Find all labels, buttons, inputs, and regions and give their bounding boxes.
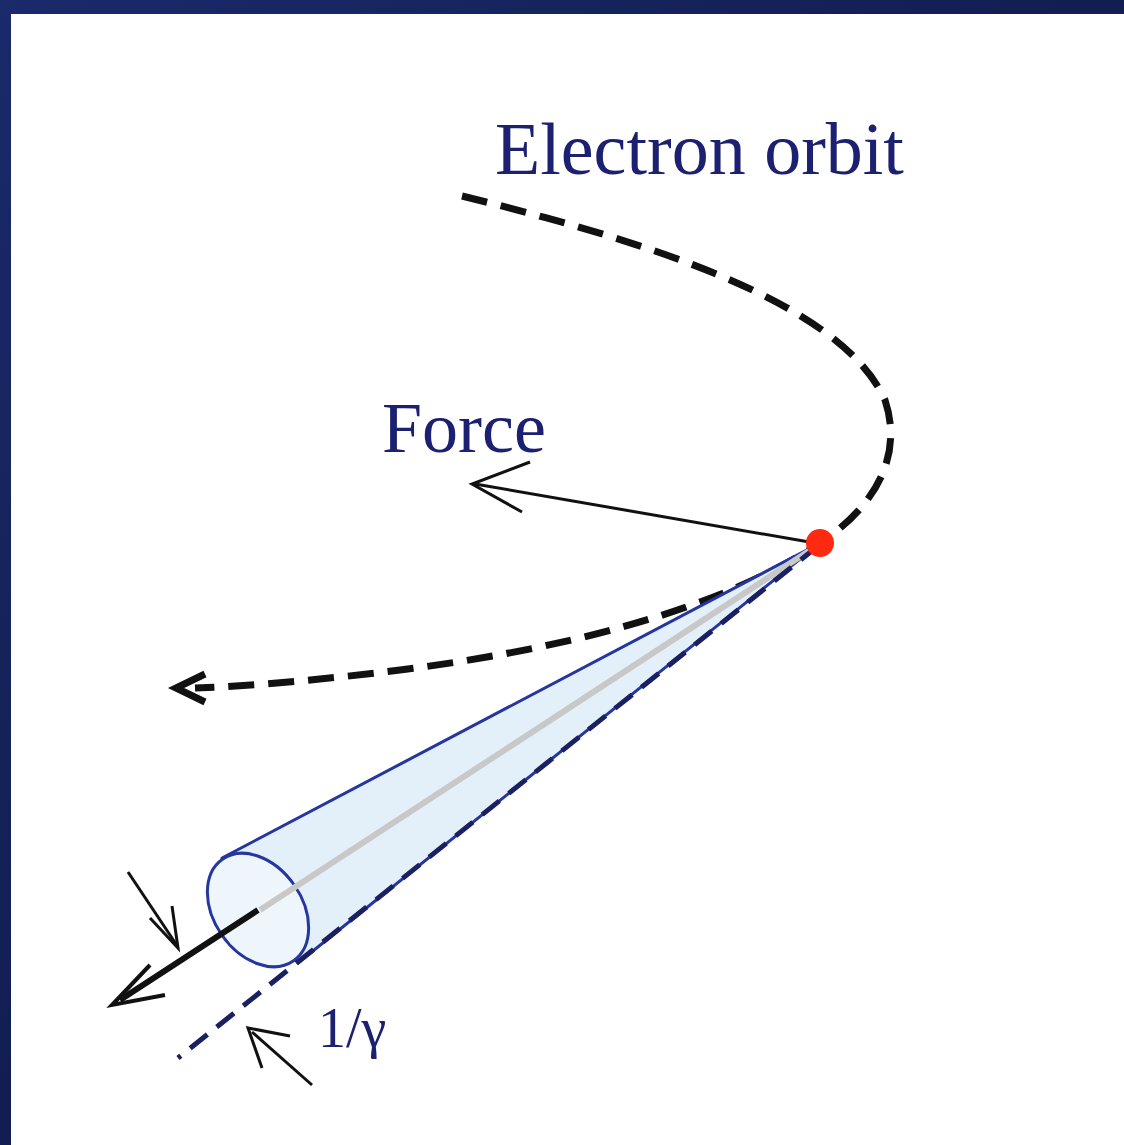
angle-marker [252, 1032, 312, 1085]
orbit-path [195, 196, 891, 688]
orbit-label: Electron orbit [495, 112, 904, 186]
cone-axis [260, 547, 815, 910]
angle-label: 1/γ [318, 1000, 386, 1056]
emission-arrow [120, 910, 258, 1000]
force-arrowhead [472, 462, 530, 512]
electron-dot [806, 529, 834, 557]
force-label: Force [382, 392, 546, 464]
force-arrow [475, 484, 815, 543]
tangent-line [178, 546, 818, 1058]
angle-marker-head [150, 906, 178, 948]
radiation-cone [222, 543, 820, 963]
orbit-arrowhead [176, 674, 205, 702]
angle-marker [128, 872, 176, 944]
emission-arrowhead [112, 965, 165, 1005]
slide-panel [11, 14, 1124, 1145]
angle-marker-head [248, 1028, 290, 1068]
